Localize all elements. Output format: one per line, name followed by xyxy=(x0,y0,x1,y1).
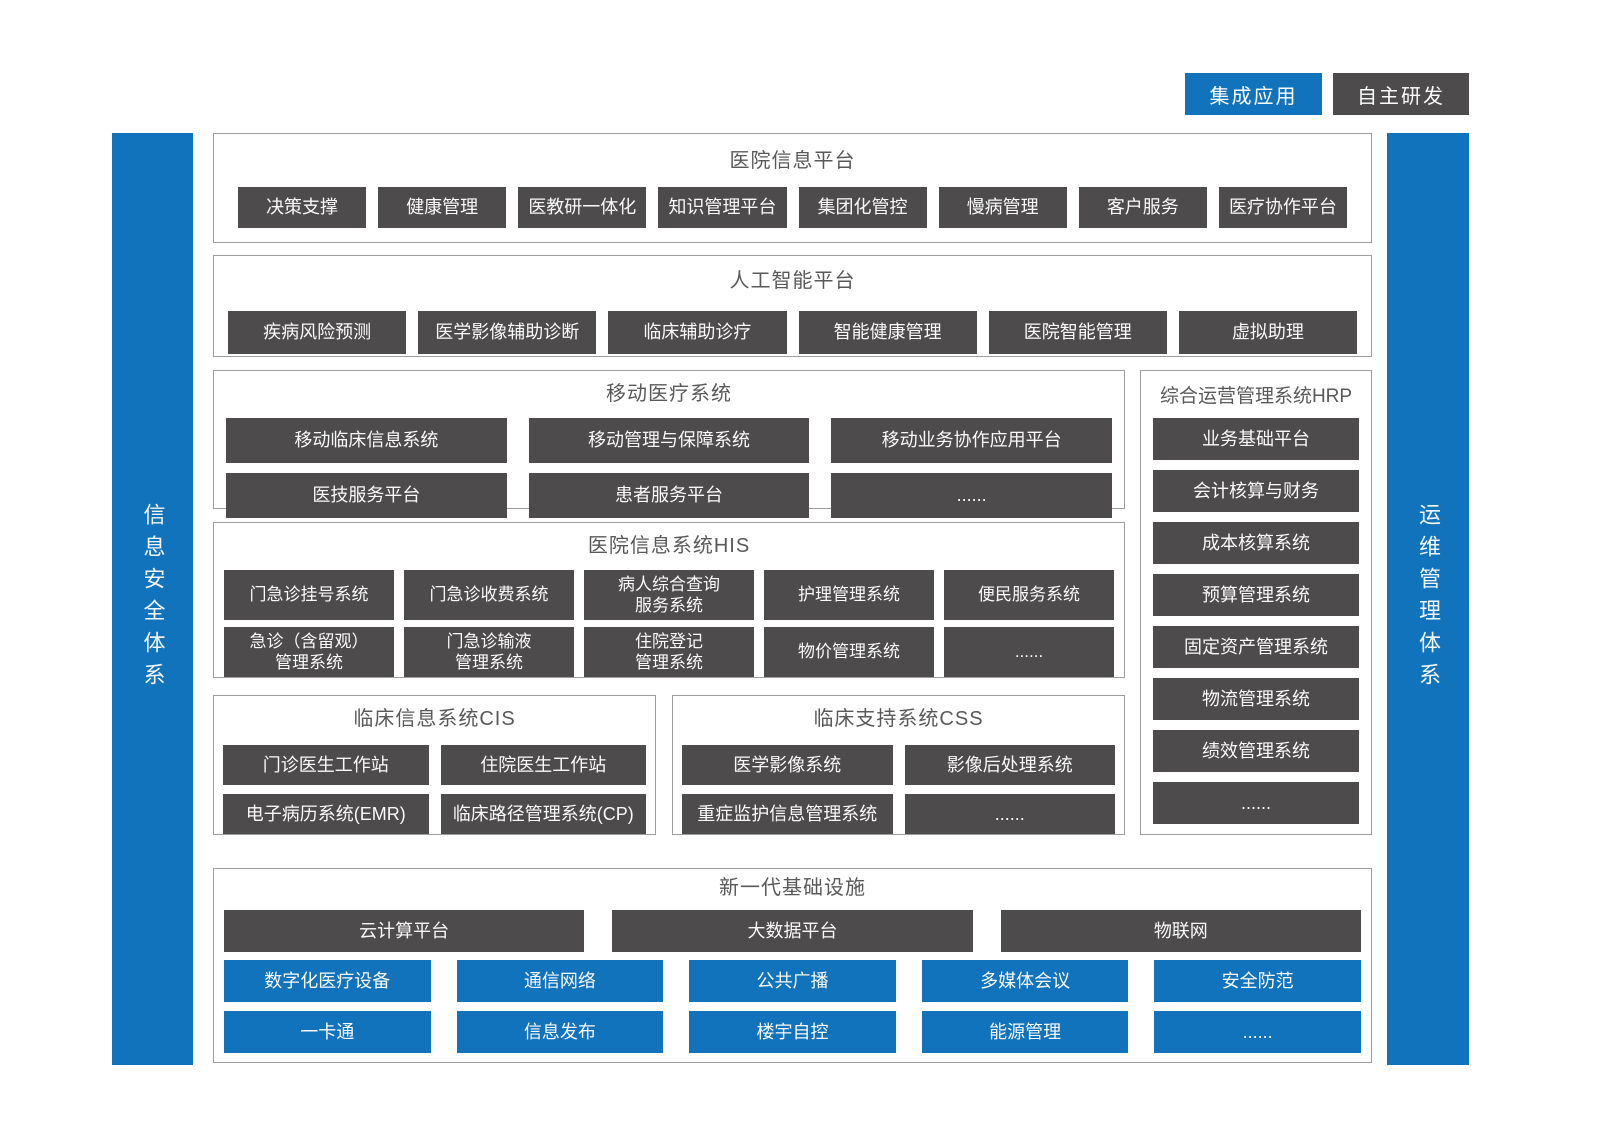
css-item: 影像后处理系统 xyxy=(904,745,1115,785)
infra-blue-item: 楼宇自控 xyxy=(689,1011,896,1053)
cis-item: 门诊医生工作站 xyxy=(223,745,429,785)
infra-blue-item: 多媒体会议 xyxy=(921,960,1129,1002)
css-item: 重症监护信息管理系统 xyxy=(682,794,893,834)
infra-blue-item: 能源管理 xyxy=(921,1011,1129,1053)
infra-blue-item: 公共广播 xyxy=(689,960,896,1002)
his-item: 便民服务系统 xyxy=(944,570,1114,620)
hip-item: 决策支撑 xyxy=(238,187,367,228)
infrastructure-dark-items: 云计算平台 大数据平台 物联网 xyxy=(214,910,1371,952)
section-his-title: 医院信息系统HIS xyxy=(587,535,751,557)
section-ai-platform-title: 人工智能平台 xyxy=(729,270,856,292)
infra-dark-item: 物联网 xyxy=(1000,910,1361,952)
section-cis: 临床信息系统CIS 门诊医生工作站 住院医生工作站 电子病历系统(EMR) 临床… xyxy=(213,695,656,835)
ai-item: 临床辅助诊疗 xyxy=(608,311,787,354)
infra-dark-item: 云计算平台 xyxy=(224,910,585,952)
hrp-item: 成本核算系统 xyxy=(1153,522,1359,564)
mobile-medical-items: 移动临床信息系统 移动管理与保障系统 移动业务协作应用平台 医技服务平台 患者服… xyxy=(214,418,1124,518)
mobile-item: 医技服务平台 xyxy=(226,473,507,518)
legend-self-developed-badge: 自主研发 xyxy=(1333,73,1469,115)
section-hrp: 综合运营管理系统HRP 业务基础平台 会计核算与财务 成本核算系统 预算管理系统… xyxy=(1140,370,1372,835)
infra-blue-item: 信息发布 xyxy=(456,1011,664,1053)
section-cis-title: 临床信息系统CIS xyxy=(353,708,516,730)
his-item: 物价管理系统 xyxy=(764,627,934,677)
hrp-item: 预算管理系统 xyxy=(1153,574,1359,616)
his-items: 门急诊挂号系统 门急诊收费系统 病人综合查询 服务系统 护理管理系统 便民服务系… xyxy=(214,570,1124,677)
section-hospital-info-platform-title: 医院信息平台 xyxy=(729,150,856,172)
hrp-item-ellipsis: ...... xyxy=(1153,782,1359,824)
infra-blue-item: 一卡通 xyxy=(224,1011,431,1053)
section-infrastructure-title: 新一代基础设施 xyxy=(719,877,866,899)
ai-item: 医学影像辅助诊断 xyxy=(418,311,597,354)
hip-item: 健康管理 xyxy=(378,187,507,228)
mobile-item: 移动业务协作应用平台 xyxy=(831,418,1112,463)
infra-blue-item-ellipsis: ...... xyxy=(1154,1011,1361,1053)
infra-dark-item: 大数据平台 xyxy=(612,910,973,952)
his-item: 门急诊输液 管理系统 xyxy=(404,627,574,677)
cis-items: 门诊医生工作站 住院医生工作站 电子病历系统(EMR) 临床路径管理系统(CP) xyxy=(214,745,655,834)
section-hospital-info-platform: 医院信息平台 决策支撑 健康管理 医教研一体化 知识管理平台 集团化管控 慢病管… xyxy=(213,133,1372,243)
cis-item: 临床路径管理系统(CP) xyxy=(440,794,646,834)
section-mobile-medical: 移动医疗系统 移动临床信息系统 移动管理与保障系统 移动业务协作应用平台 医技服… xyxy=(213,370,1125,518)
info-security-sidebar: 信息安全体系 xyxy=(112,133,193,1065)
legend-integrated-badge: 集成应用 xyxy=(1185,73,1322,115)
section-hrp-title: 综合运营管理系统HRP xyxy=(1159,386,1353,407)
section-mobile-medical-title: 移动医疗系统 xyxy=(606,383,732,405)
ops-management-label: 运维管理体系 xyxy=(1416,503,1441,695)
css-items: 医学影像系统 影像后处理系统 重症监护信息管理系统 ...... xyxy=(673,745,1124,834)
hip-item: 集团化管控 xyxy=(798,187,927,228)
info-security-label: 信息安全体系 xyxy=(140,503,166,695)
mobile-item: 移动临床信息系统 xyxy=(226,418,507,463)
ai-item: 疾病风险预测 xyxy=(228,311,407,354)
cis-item: 住院医生工作站 xyxy=(440,745,646,785)
ai-item: 智能健康管理 xyxy=(798,311,977,354)
css-item-ellipsis: ...... xyxy=(904,794,1115,834)
infrastructure-blue-items-row2: 一卡通 信息发布 楼宇自控 能源管理 ...... xyxy=(214,1011,1371,1053)
mobile-item: 移动管理与保障系统 xyxy=(528,418,810,463)
hospital-info-platform-items: 决策支撑 健康管理 医教研一体化 知识管理平台 集团化管控 慢病管理 客户服务 … xyxy=(214,187,1371,228)
mobile-item: 患者服务平台 xyxy=(528,473,810,518)
cis-item: 电子病历系统(EMR) xyxy=(223,794,429,834)
section-his: 医院信息系统HIS 门急诊挂号系统 门急诊收费系统 病人综合查询 服务系统 护理… xyxy=(213,522,1125,678)
section-ai-platform: 人工智能平台 疾病风险预测 医学影像辅助诊断 临床辅助诊疗 智能健康管理 医院智… xyxy=(213,255,1372,357)
hrp-item: 固定资产管理系统 xyxy=(1153,626,1359,668)
infra-blue-item: 通信网络 xyxy=(456,960,664,1002)
ai-platform-items: 疾病风险预测 医学影像辅助诊断 临床辅助诊疗 智能健康管理 医院智能管理 虚拟助… xyxy=(214,311,1371,354)
ai-item: 医院智能管理 xyxy=(988,311,1167,354)
hip-item: 客户服务 xyxy=(1078,187,1207,228)
infra-blue-item: 数字化医疗设备 xyxy=(224,960,431,1002)
his-item: 住院登记 管理系统 xyxy=(584,627,754,677)
css-item: 医学影像系统 xyxy=(682,745,893,785)
hrp-items: 业务基础平台 会计核算与财务 成本核算系统 预算管理系统 固定资产管理系统 物流… xyxy=(1141,418,1371,824)
infra-blue-item: 安全防范 xyxy=(1154,960,1361,1002)
his-item: 护理管理系统 xyxy=(764,570,934,620)
hip-item: 慢病管理 xyxy=(938,187,1067,228)
hrp-item: 业务基础平台 xyxy=(1153,418,1359,460)
hrp-item: 会计核算与财务 xyxy=(1153,470,1359,512)
his-item: 病人综合查询 服务系统 xyxy=(584,570,754,620)
section-css-title: 临床支持系统CSS xyxy=(813,708,984,730)
hip-item: 知识管理平台 xyxy=(658,187,787,228)
hip-item: 医疗协作平台 xyxy=(1218,187,1347,228)
hrp-item: 绩效管理系统 xyxy=(1153,730,1359,772)
his-item-ellipsis: ...... xyxy=(944,627,1114,677)
ops-management-sidebar: 运维管理体系 xyxy=(1387,133,1469,1065)
his-item: 门急诊收费系统 xyxy=(404,570,574,620)
hrp-item: 物流管理系统 xyxy=(1153,678,1359,720)
hip-item: 医教研一体化 xyxy=(518,187,647,228)
his-item: 门急诊挂号系统 xyxy=(224,570,394,620)
section-css: 临床支持系统CSS 医学影像系统 影像后处理系统 重症监护信息管理系统 ....… xyxy=(672,695,1125,835)
ai-item: 虚拟助理 xyxy=(1178,311,1358,354)
mobile-item-ellipsis: ...... xyxy=(831,473,1112,518)
his-item: 急诊（含留观） 管理系统 xyxy=(224,627,394,677)
infrastructure-blue-items-row1: 数字化医疗设备 通信网络 公共广播 多媒体会议 安全防范 xyxy=(214,960,1371,1002)
section-infrastructure: 新一代基础设施 云计算平台 大数据平台 物联网 数字化医疗设备 通信网络 公共广… xyxy=(213,868,1372,1063)
